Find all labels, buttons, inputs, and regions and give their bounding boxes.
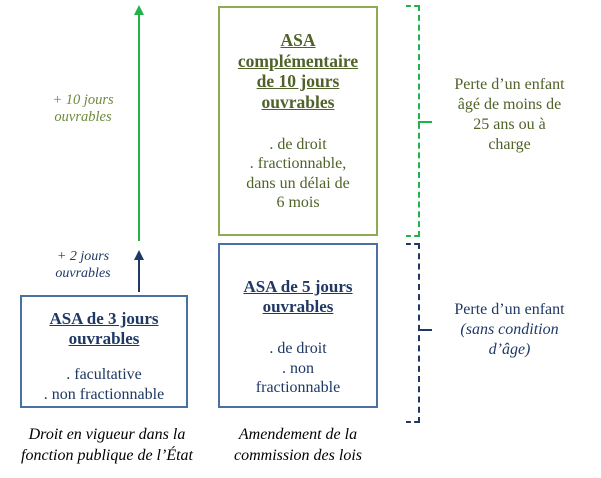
caption-line: Amendement de la [238, 426, 358, 443]
arrow-up-green-icon [132, 5, 146, 241]
annotation-line: Perte d’un enfant [454, 76, 565, 93]
caption-amendement-commission: Amendement de la commission des lois [212, 425, 384, 467]
title-line: ASA de 5 jours [243, 277, 353, 296]
box-asa-5-jours-title: ASA de 5 jours ouvrables [243, 277, 352, 317]
bracket-top-tick [406, 5, 419, 7]
body-line: dans un délai de [246, 174, 350, 192]
box-asa-5-jours-body: . de droit . non fractionnable [256, 339, 340, 398]
annotation-line: (sans condition [460, 321, 559, 338]
box-asa-3-jours: ASA de 3 jours ouvrables . facultative .… [20, 295, 188, 408]
bracket-navy [402, 243, 432, 423]
annotation-perte-enfant-moins-25-ans: Perte d’un enfant âgé de moins de 25 ans… [432, 75, 587, 155]
body-line: . fractionnable, [249, 155, 347, 173]
title-line: complémentaire [237, 50, 359, 71]
title-line: ouvrables [262, 297, 334, 317]
caption-line: Droit en vigueur dans la [28, 426, 186, 443]
annotation-line: d’âge) [488, 341, 531, 358]
arrow-head [134, 5, 144, 15]
bracket-green [402, 5, 432, 237]
bracket-bottom-tick [406, 235, 419, 237]
arrow-label-plus-2-jours: + 2 jours ouvrables [40, 249, 126, 283]
title-line: ouvrables [68, 329, 140, 349]
bracket-top-tick [406, 243, 419, 245]
box-asa-complementaire-body: . de droit . fractionnable, dans un déla… [246, 135, 350, 213]
bracket-bottom-tick [406, 421, 419, 423]
body-line: . non [282, 359, 314, 377]
body-line: . facultative [66, 366, 142, 384]
label-line: + 10 jours [52, 92, 114, 108]
body-line: fractionnable [255, 379, 341, 397]
bracket-pointer-tick [418, 121, 432, 123]
annotation-line: charge [488, 136, 531, 153]
caption-line: commission des lois [234, 446, 362, 464]
body-line: 6 mois [276, 194, 320, 212]
annotation-line: âgé de moins de [457, 96, 562, 113]
bracket-vertical-line [418, 243, 420, 423]
arrow-shaft [138, 257, 140, 292]
box-asa-3-jours-title: ASA de 3 jours ouvrables [49, 309, 158, 349]
title-line: ouvrables [261, 91, 335, 112]
title-line: de 10 jours [256, 71, 340, 92]
arrow-head [134, 250, 144, 260]
annotation-line: 25 ans ou à [473, 116, 546, 133]
caption-droit-en-vigueur: Droit en vigueur dans la fonction publiq… [8, 425, 206, 467]
arrow-label-plus-10-jours: + 10 jours ouvrables [40, 92, 126, 127]
annotation-perte-enfant-sans-condition: Perte d’un enfant (sans condition d’âge) [432, 300, 587, 360]
arrow-up-navy-icon [132, 250, 146, 292]
box-asa-3-jours-body: . facultative . non fractionnable [44, 365, 164, 404]
title-line: ASA [280, 30, 316, 50]
arrow-shaft [138, 11, 140, 241]
caption-line: fonction publique de l’État [21, 446, 193, 464]
bracket-pointer-tick [418, 329, 432, 332]
body-line: . de droit [269, 340, 327, 358]
body-line: . de droit [269, 135, 327, 153]
annotation-line: Perte d’un enfant [454, 301, 565, 318]
body-line: . non fractionnable [43, 385, 165, 403]
box-asa-complementaire-title: ASA complémentaire de 10 jours ouvrables [238, 30, 358, 113]
title-line: ASA de 3 jours [49, 309, 159, 328]
box-asa-complementaire: ASA complémentaire de 10 jours ouvrables… [218, 6, 378, 236]
label-line: + 2 jours [56, 249, 110, 264]
label-line: ouvrables [55, 265, 111, 281]
box-asa-5-jours: ASA de 5 jours ouvrables . de droit . no… [218, 243, 378, 408]
label-line: ouvrables [54, 109, 112, 126]
